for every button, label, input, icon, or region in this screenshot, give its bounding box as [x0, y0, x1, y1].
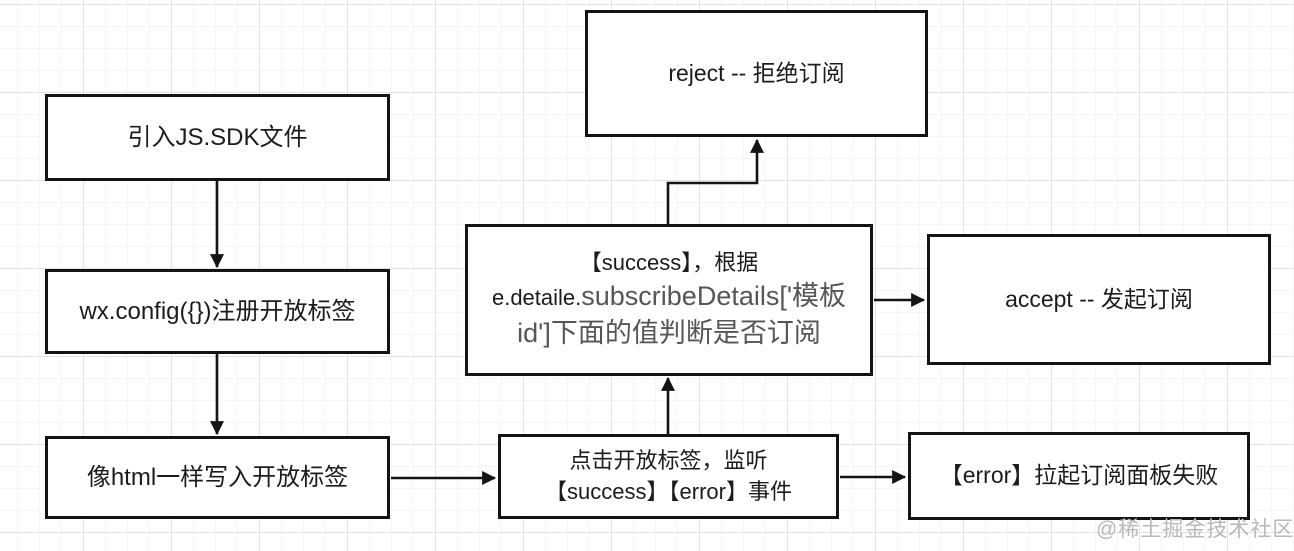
node-accept: accept -- 发起订阅: [927, 234, 1271, 365]
node-import-sdk-label: 引入JS.SDK文件: [127, 123, 308, 151]
node-import-sdk: 引入JS.SDK文件: [45, 94, 390, 181]
connector-success-to-reject: [666, 138, 764, 224]
node-success-check-text-normal: 【success】，根据e.detaile.: [491, 249, 759, 310]
node-register-open-tag-label: wx.config({})注册开放标签: [79, 297, 356, 325]
node-write-open-tag-label: 像html一样写入开放标签: [86, 463, 349, 491]
node-error: 【error】拉起订阅面板失败: [908, 432, 1250, 520]
node-listen-events-line1: 点击开放标签，监听: [569, 448, 768, 474]
node-success-check-text-highlight: subscribeDetails['模板id']下面的值判断是否订阅: [517, 280, 847, 349]
node-write-open-tag: 像html一样写入开放标签: [45, 436, 390, 519]
juejin-watermark: @稀土掘金技术社区: [1096, 518, 1294, 541]
node-listen-events-line2: 【success】【error】事件: [545, 478, 792, 504]
node-error-label: 【error】拉起订阅面板失败: [939, 462, 1219, 489]
node-listen-events: 点击开放标签，监听 【success】【error】事件: [498, 434, 839, 519]
node-success-check: 【success】，根据e.detaile.subscribeDetails['…: [465, 224, 873, 376]
node-reject-label: reject -- 拒绝订阅: [668, 59, 845, 86]
node-accept-label: accept -- 发起订阅: [1005, 285, 1193, 312]
node-reject: reject -- 拒绝订阅: [585, 10, 928, 137]
node-register-open-tag: wx.config({})注册开放标签: [45, 269, 390, 354]
node-success-check-label: 【success】，根据e.detaile.subscribeDetails['…: [478, 248, 860, 353]
